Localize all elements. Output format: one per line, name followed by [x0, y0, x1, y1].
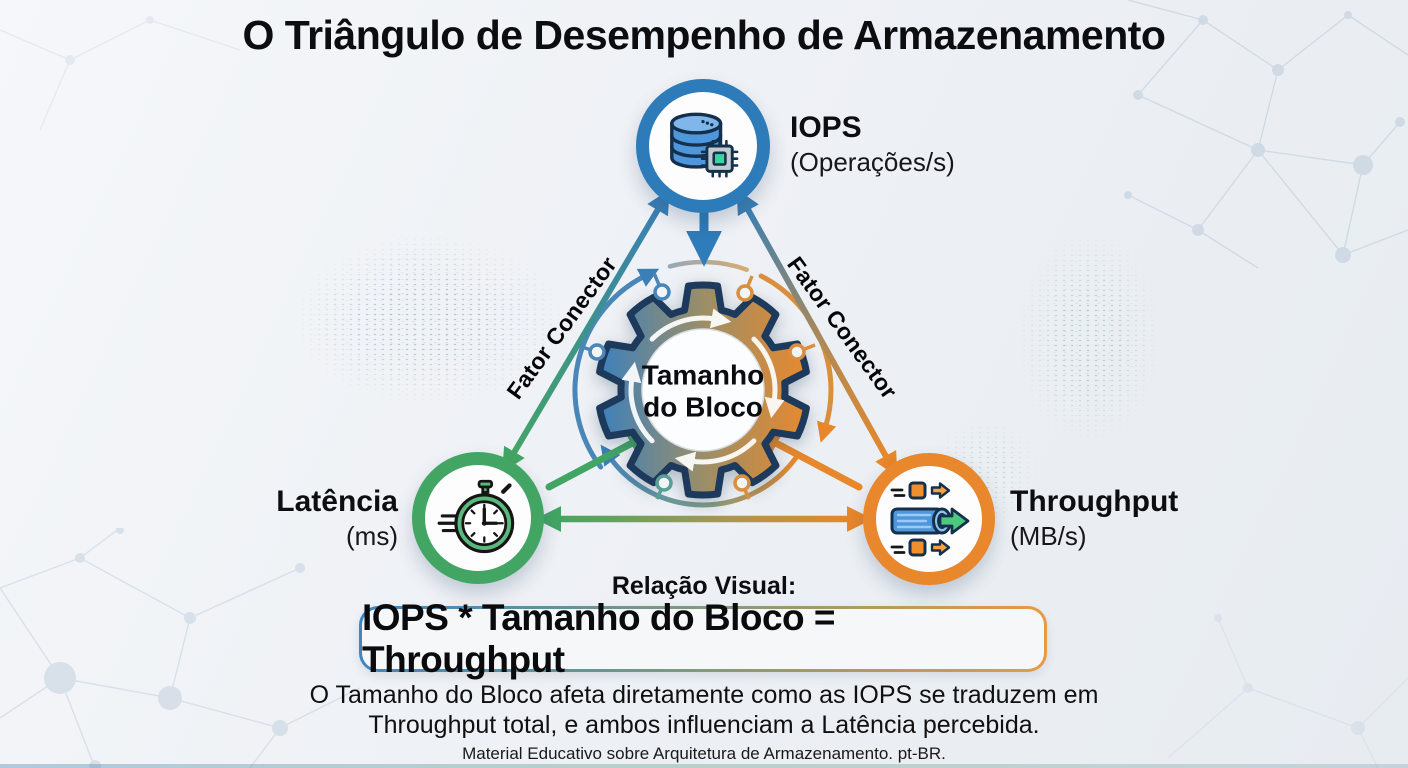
- formula-inner: IOPS * Tamanho do Bloco = Throughput: [362, 597, 1044, 680]
- arrow-throughput-to-gear: [752, 430, 863, 491]
- arrow-latencia-to-gear: [545, 430, 656, 491]
- gear-cycle-arrow: [751, 336, 785, 419]
- gear-hub-line1: Tamanho: [641, 359, 765, 391]
- circuit-nodes: [578, 272, 816, 500]
- description: O Tamanho do Bloco afeta diretamente com…: [0, 680, 1408, 740]
- throughput-label-block: Throughput (MB/s): [1010, 484, 1178, 552]
- throughput-node-circle: [863, 453, 995, 585]
- gear-cycle-arrows: [621, 308, 785, 472]
- iops-sublabel: (Operações/s): [790, 146, 955, 177]
- iops-label: IOPS: [790, 111, 862, 144]
- stopwatch-icon: [437, 479, 515, 554]
- gear-cycle-arrow: [621, 361, 655, 444]
- pipe-flow-icon: [890, 481, 970, 557]
- throughput-sublabel: (MB/s): [1010, 520, 1087, 551]
- bottom-accent-strip: [0, 764, 1408, 768]
- description-line1: O Tamanho do Bloco afeta diretamente com…: [309, 681, 1099, 709]
- triangle-edges: [502, 189, 898, 532]
- database-cpu-icon: [670, 112, 739, 178]
- footer-note: Material Educativo sobre Arquitetura de …: [462, 744, 946, 763]
- throughput-label: Throughput: [1010, 485, 1179, 518]
- formula-box: IOPS * Tamanho do Bloco = Throughput: [359, 597, 1047, 680]
- relation-heading: Relação Visual:: [611, 572, 797, 600]
- latencia-node-circle: [412, 452, 544, 584]
- circuit-arc-top: [667, 259, 750, 272]
- gear-cycle-arrow: [649, 308, 732, 342]
- block-size-gear: [596, 281, 810, 499]
- latencia-label-block: Latência (ms): [150, 484, 398, 552]
- edge-iops-latencia: [502, 189, 670, 473]
- iops-label-block: IOPS (Operações/s): [790, 110, 955, 178]
- hub-arrows: [545, 205, 863, 491]
- page-title: O Triângulo de Desempenho de Armazenamen…: [242, 12, 1166, 58]
- circuit-arc-bottom: [600, 444, 799, 508]
- iops-node-circle: [636, 79, 770, 213]
- gear-hub: [641, 328, 765, 452]
- description-line2: Throughput total, e ambos influenciam a …: [368, 711, 1040, 739]
- edge-iops-throughput: [736, 189, 898, 477]
- gear-cycle-arrow: [674, 438, 757, 472]
- latencia-label: Latência: [276, 485, 398, 518]
- formula-text: IOPS * Tamanho do Bloco = Throughput: [362, 597, 836, 680]
- latencia-sublabel: (ms): [346, 520, 398, 551]
- gear-hub-label: Tamanho do Bloco: [642, 359, 764, 422]
- gear-hub-line2: do Bloco: [643, 391, 763, 422]
